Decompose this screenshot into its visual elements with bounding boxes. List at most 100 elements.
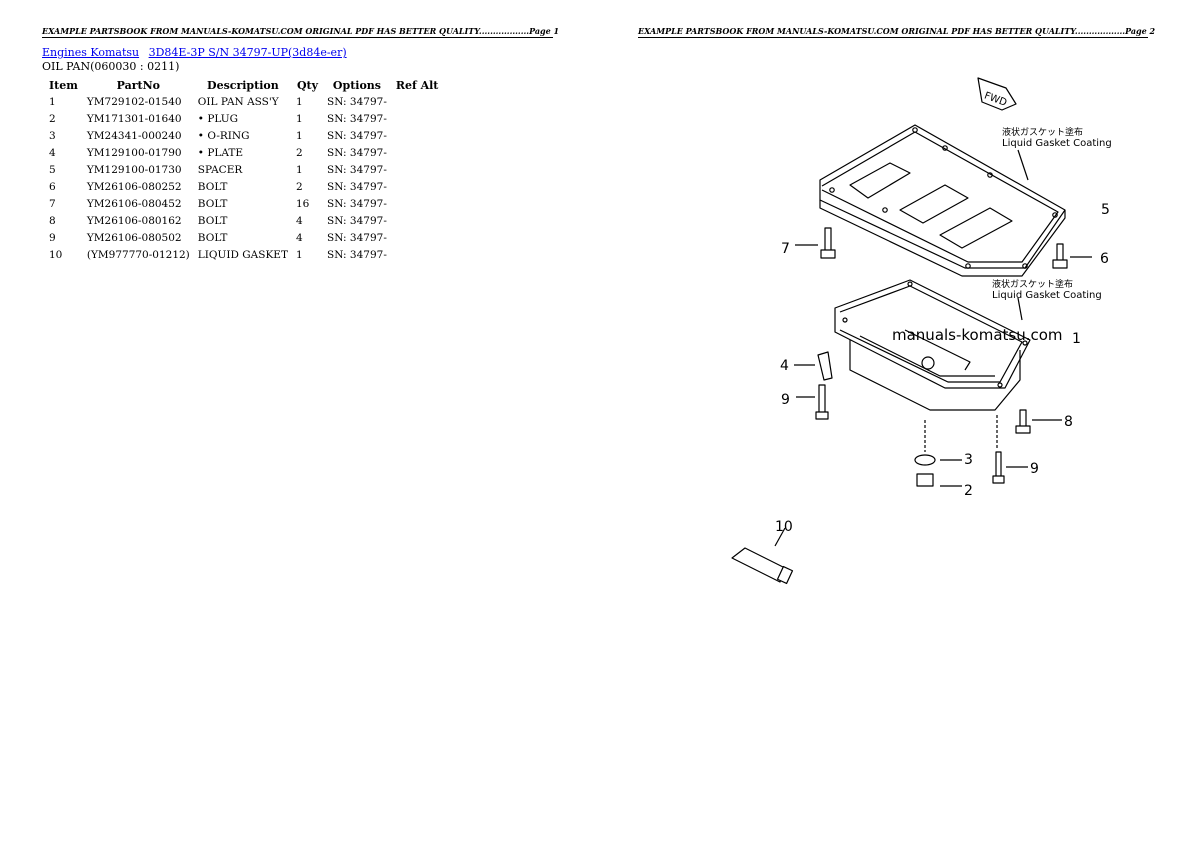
- cell-item: 4: [49, 146, 56, 159]
- bolt-9-left-part: [796, 384, 829, 420]
- bolt-7-part: [795, 227, 836, 259]
- callout-7: 7: [781, 241, 790, 257]
- callout-1: 1: [1072, 331, 1081, 347]
- col-description: Description: [207, 78, 279, 92]
- oil-pan-diagram: FWD: [731, 77, 1112, 585]
- cell-item: 10: [49, 248, 63, 261]
- cell-qty: 1: [295, 129, 303, 142]
- callout-9-right: 9: [1030, 461, 1039, 477]
- cell-options: SN: 34797-: [327, 248, 387, 261]
- cell-qty: 4: [295, 231, 303, 244]
- cell-ref-alt: [391, 110, 444, 127]
- cell-options: SN: 34797-: [327, 129, 387, 142]
- cell-qty: 1: [295, 163, 303, 176]
- breadcrumb: Engines Komatsu 3D84E-3P S/N 34797-UP(3d…: [42, 46, 353, 59]
- cell-description: BOLT: [197, 180, 228, 193]
- callout-9-left: 9: [781, 392, 790, 408]
- cell-description: SPACER: [197, 163, 243, 176]
- callout-6: 6: [1100, 251, 1109, 267]
- cell-description: LIQUID GASKET: [197, 248, 288, 261]
- cell-options: SN: 34797-: [327, 231, 387, 244]
- coating-label-jp-bottom: 液状ガスケット塗布: [992, 278, 1073, 290]
- cell-ref-alt: [391, 127, 444, 144]
- fwd-arrow-icon: FWD: [977, 77, 1017, 111]
- callout-2: 2: [964, 483, 973, 499]
- cell-options: SN: 34797-: [327, 180, 387, 193]
- cell-qty: 1: [295, 95, 303, 108]
- cell-item: 2: [49, 112, 56, 125]
- cell-item: 9: [49, 231, 56, 244]
- cell-item: 7: [49, 197, 56, 210]
- cell-partno: YM129100-01790: [86, 146, 182, 159]
- cell-description: BOLT: [197, 197, 228, 210]
- cell-options: SN: 34797-: [327, 146, 387, 159]
- table-row: 10 (YM977770-01212) LIQUID GASKET 1 SN: 3479…: [44, 246, 443, 263]
- bolt-6-part: [1052, 243, 1092, 269]
- col-options: Options: [332, 78, 381, 92]
- coating-label-en-top: Liquid Gasket Coating: [1002, 138, 1112, 149]
- cell-ref-alt: [391, 195, 444, 212]
- callout-8: 8: [1064, 414, 1073, 430]
- cell-partno: YM26106-080162: [86, 214, 182, 227]
- cell-partno: YM24341-000240: [86, 129, 182, 142]
- breadcrumb-link-model[interactable]: 3D84E-3P S/N 34797-UP(3d84e-er): [148, 46, 347, 59]
- plug-2-part: [916, 473, 962, 487]
- cell-partno: YM26106-080452: [86, 197, 182, 210]
- callout-5: 5: [1101, 202, 1110, 218]
- cell-qty: 2: [295, 146, 303, 159]
- page2-header: EXAMPLE PARTSBOOK FROM MANUALS-KOMATSU.C…: [638, 26, 1156, 38]
- cell-description: BOLT: [197, 214, 228, 227]
- cell-description: BOLT: [197, 231, 228, 244]
- table-row: 9 YM26106-080502 BOLT 4 SN: 34797-: [44, 229, 443, 246]
- cell-ref-alt: [391, 246, 444, 263]
- bolt-9-right-part: [992, 415, 1028, 484]
- cell-ref-alt: [391, 161, 444, 178]
- cell-partno: YM26106-080252: [86, 180, 182, 193]
- watermark: manuals-komatsu.com: [892, 326, 1063, 344]
- cell-ref-alt: [391, 144, 444, 161]
- cell-description: • PLUG: [197, 112, 239, 125]
- callout-10: 10: [775, 519, 793, 535]
- col-item: Item: [49, 78, 78, 92]
- cell-ref-alt: [391, 178, 444, 195]
- cell-item: 1: [49, 95, 56, 108]
- cell-ref-alt: [391, 212, 444, 229]
- table-header-row: Item PartNo Description Qty Options Ref …: [44, 77, 443, 93]
- cell-description: OIL PAN ASS'Y: [197, 95, 279, 108]
- callout-4: 4: [780, 358, 789, 374]
- cell-partno: (YM977770-01212): [86, 248, 190, 261]
- table-row: 1 YM729102-01540 OIL PAN ASS'Y 1 SN: 34797-: [44, 93, 443, 110]
- cell-description: • O-RING: [197, 129, 250, 142]
- parts-table: Item PartNo Description Qty Options Ref …: [44, 77, 443, 263]
- cell-qty: 2: [295, 180, 303, 193]
- bolt-8-part: [1015, 409, 1062, 434]
- spacer-part: [819, 124, 1066, 277]
- oil-pan-part: [834, 279, 1031, 411]
- o-ring-3-part: [914, 420, 962, 466]
- cell-qty: 4: [295, 214, 303, 227]
- cell-description: • PLATE: [197, 146, 244, 159]
- cell-qty: 1: [295, 112, 303, 125]
- cell-options: SN: 34797-: [327, 95, 387, 108]
- cell-partno: YM171301-01640: [86, 112, 182, 125]
- liquid-gasket-tube-part: [731, 527, 794, 585]
- table-row: 4 YM129100-01790 • PLATE 2 SN: 34797-: [44, 144, 443, 161]
- cell-options: SN: 34797-: [327, 112, 387, 125]
- cell-partno: YM729102-01540: [86, 95, 182, 108]
- col-ref-alt: Ref Alt: [395, 78, 439, 92]
- table-row: 2 YM171301-01640 • PLUG 1 SN: 34797-: [44, 110, 443, 127]
- breadcrumb-link-engines[interactable]: Engines Komatsu: [42, 46, 140, 59]
- cell-ref-alt: [391, 229, 444, 246]
- cell-partno: YM129100-01730: [86, 163, 182, 176]
- cell-item: 5: [49, 163, 56, 176]
- cell-qty: 16: [295, 197, 310, 210]
- section-title: OIL PAN(060030 : 0211): [42, 60, 180, 73]
- page1-header: EXAMPLE PARTSBOOK FROM MANUALS-KOMATSU.C…: [42, 26, 560, 38]
- col-partno: PartNo: [116, 78, 161, 92]
- cell-qty: 1: [295, 248, 303, 261]
- cell-partno: YM26106-080502: [86, 231, 182, 244]
